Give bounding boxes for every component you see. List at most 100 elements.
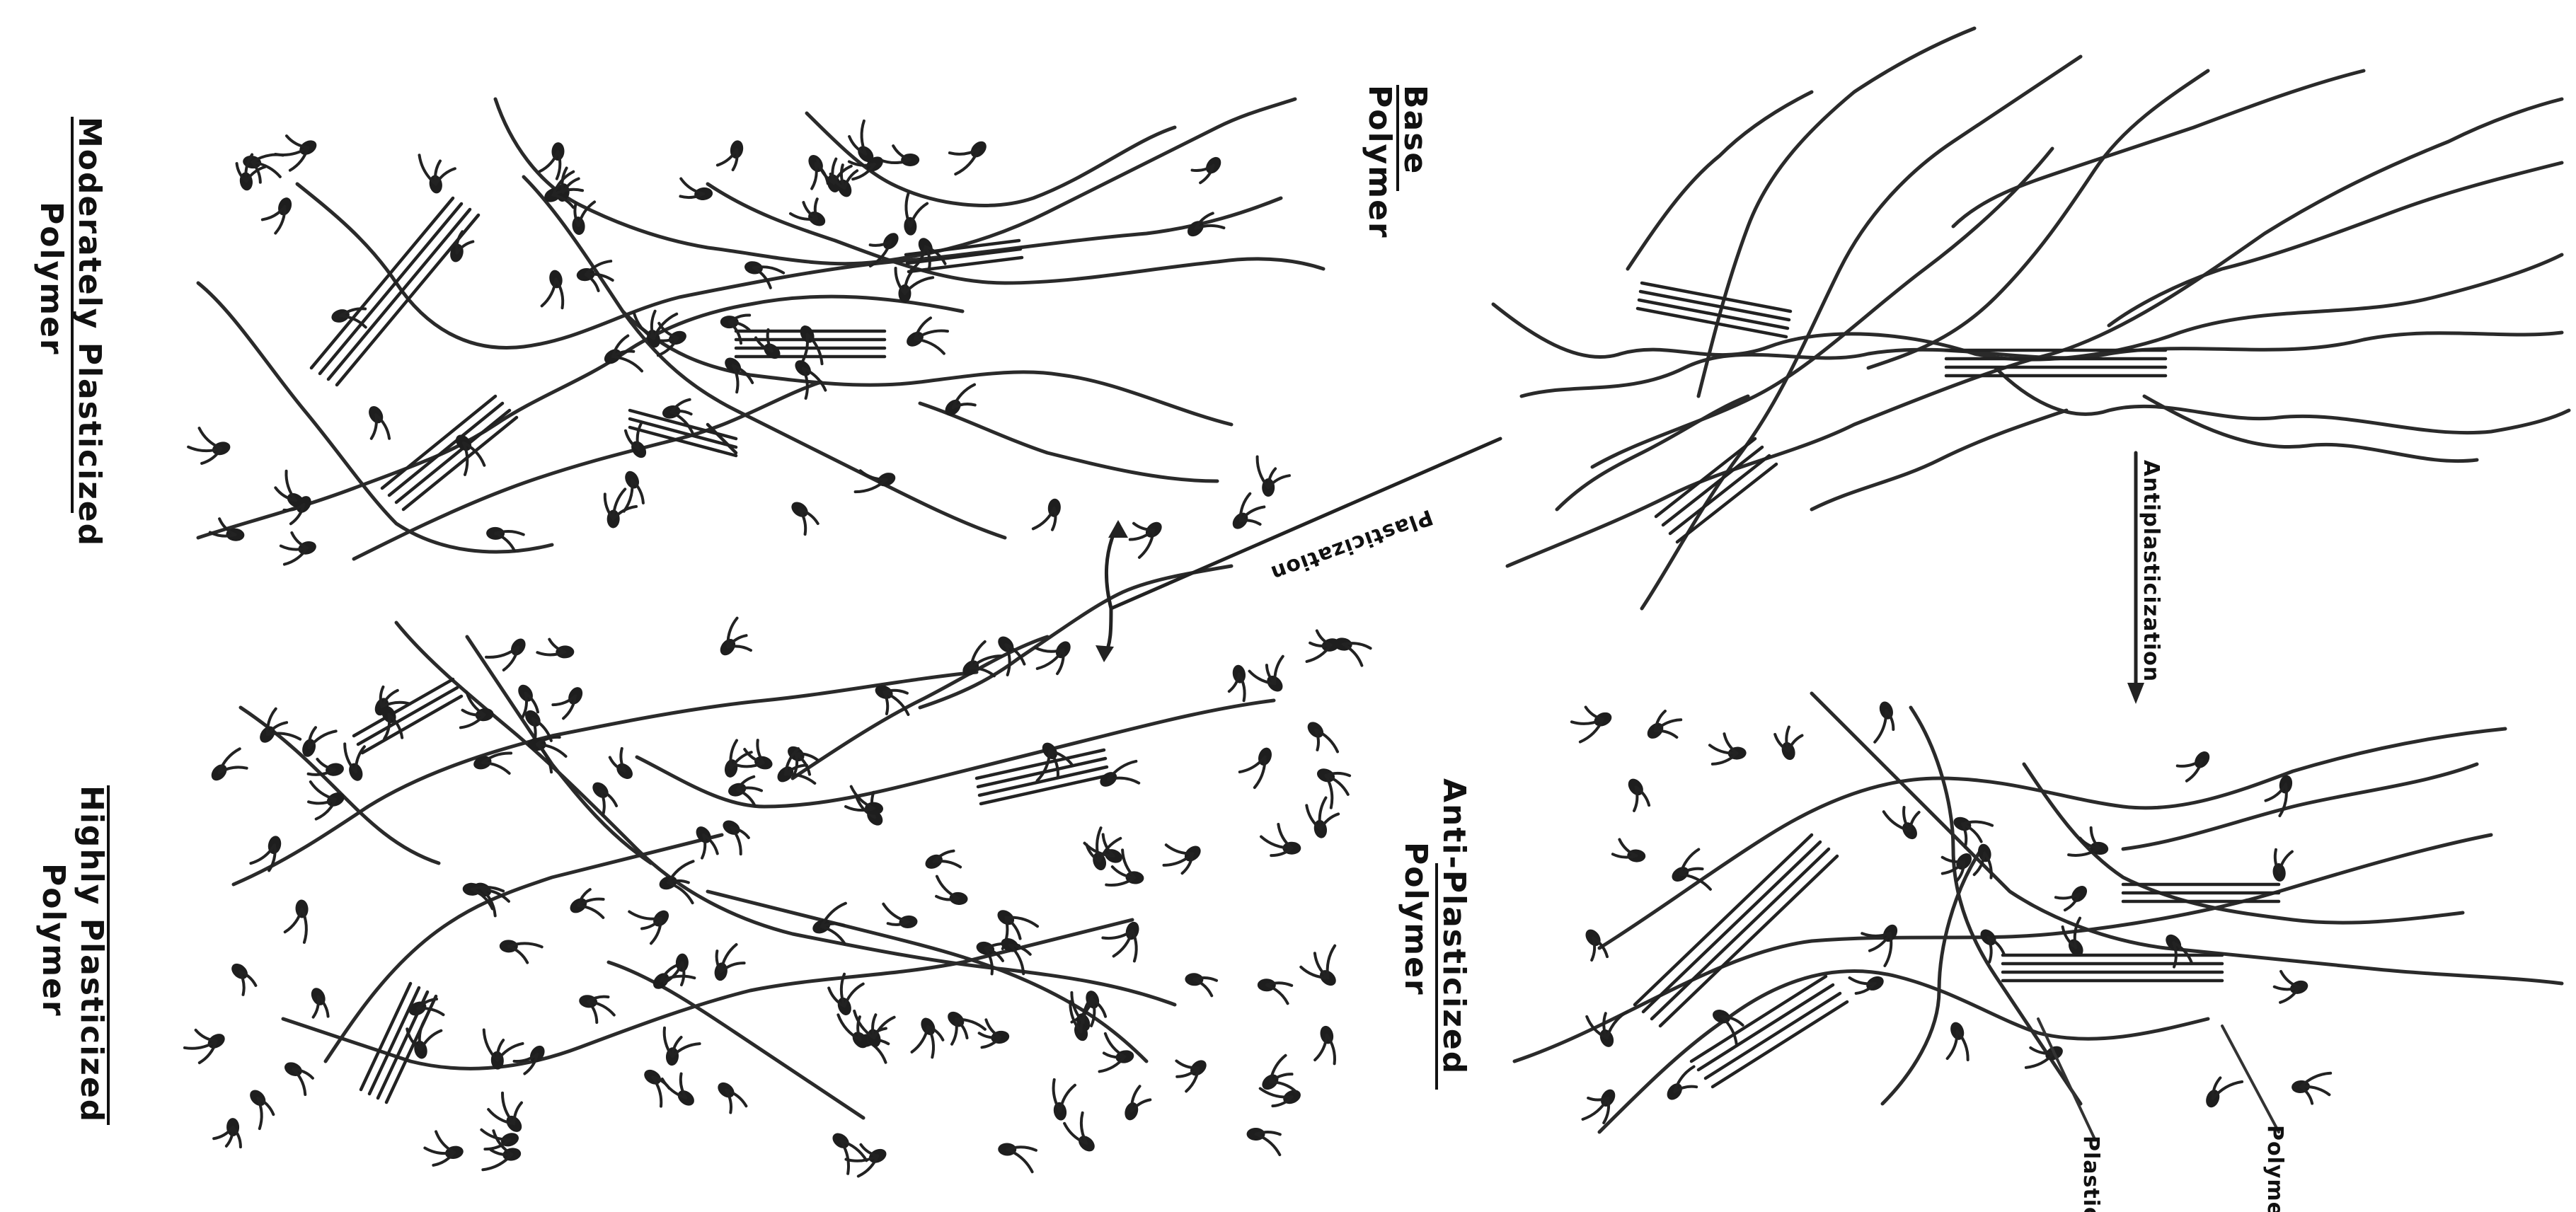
plasticizer-molecule	[247, 1087, 274, 1129]
plasticizer-molecule	[281, 533, 318, 565]
plasticizer-molecule	[2291, 1073, 2330, 1104]
plasticizer-molecule	[229, 960, 255, 994]
plasticizer-molecule	[1185, 213, 1224, 239]
plasticizer-molecule	[1948, 1020, 1968, 1060]
plasticizer-molecule	[1258, 456, 1289, 497]
plasticizer-molecule	[461, 692, 495, 727]
plasticizer-molecule	[1307, 630, 1342, 661]
plasticizer-molecule	[542, 269, 564, 308]
plasticizer-molecule	[1613, 839, 1646, 862]
plasticizer-molecule	[626, 423, 649, 461]
plasticizer-molecule	[185, 1030, 228, 1063]
plasticizer-molecule	[1669, 849, 1710, 889]
plasticizer-molecule	[309, 986, 328, 1017]
plasticizer-molecule	[2272, 850, 2292, 882]
plasticizer-molecule	[1315, 766, 1350, 808]
plasticizer-molecule	[1064, 1113, 1098, 1155]
plasticizer-molecule	[366, 403, 389, 438]
plasticizer-molecule	[723, 740, 752, 778]
plasticizer-molecule	[1229, 494, 1264, 532]
plasticizer-molecule	[568, 889, 604, 918]
plasticizer-molecule	[1977, 926, 2004, 962]
plasticizer-molecule	[210, 519, 245, 542]
panel-highly-plasticized-polymer: Highly Plasticized Polymer	[35, 566, 1371, 1176]
plasticizer-molecule	[805, 152, 828, 188]
plasticizer-molecule	[486, 526, 524, 551]
plasticizer-molecule	[950, 138, 989, 174]
plasticizer-molecule	[995, 633, 1025, 675]
plasticizer-molecule	[1301, 946, 1339, 989]
plasticizer-molecule	[1884, 807, 1920, 842]
plasticizer-molecule	[257, 709, 300, 746]
plasticizer-molecule	[829, 1130, 866, 1174]
plasticizer-molecule	[829, 974, 863, 1017]
plasticizer-molecule	[527, 737, 565, 772]
plasticizer-molecule	[263, 196, 294, 233]
plasticizer-molecule	[345, 744, 365, 783]
plasticizer-molecule	[942, 385, 975, 419]
plasticizer-molecule	[300, 727, 336, 758]
plasticizer-molecule	[1304, 719, 1338, 751]
plasticizer-molecule	[425, 1131, 464, 1165]
polymer-callout-label: Polymer	[2262, 1125, 2287, 1212]
plasticizer-molecule	[1259, 1056, 1296, 1093]
plasticizer-molecule	[788, 499, 817, 534]
plasticizer-molecule	[936, 877, 968, 906]
plasticizer-molecule	[578, 994, 614, 1022]
plasticizer-molecule	[2275, 971, 2310, 1003]
plasticizer-molecule	[718, 139, 744, 170]
anti-polymer-label-line1: Anti-Plasticized	[1436, 778, 1472, 1075]
plasticizer-molecule	[420, 155, 455, 194]
plasticizer-molecule	[1775, 727, 1802, 761]
high-plasticizer-molecules	[185, 618, 1371, 1177]
plasticizer-molecule	[539, 142, 565, 179]
plasticizer-molecule	[282, 1060, 313, 1095]
plasticizer-molecule	[1572, 707, 1614, 741]
plasticizer-molecule	[945, 1008, 985, 1044]
panel-anti-plasticized-polymer: Polymer Plasticizer Anti-Plasticized Pol…	[1398, 693, 2562, 1212]
plasticizer-molecule	[1644, 711, 1681, 741]
plasticizer-molecule	[602, 336, 642, 371]
moderate-polymer-label-line2: Polymer	[33, 202, 69, 356]
plasticizer-molecule	[1164, 843, 1204, 873]
antiplasticization-arrow-label: Antiplasticization	[2139, 460, 2163, 682]
plasticizer-molecule	[657, 861, 694, 903]
plasticizer-molecule	[1097, 761, 1139, 790]
plasticization-arrow-label: Plasticization	[1267, 504, 1436, 585]
anti-polymer-chains	[1514, 693, 2562, 1132]
plasticizer-molecule	[883, 904, 918, 929]
anti-polymer-label-line2: Polymer	[1398, 842, 1434, 996]
plasticizer-molecule	[665, 953, 689, 985]
plasticizer-molecule	[1315, 1025, 1335, 1064]
plasticizer-callout-label: Plasticizer	[2078, 1136, 2103, 1212]
plasticizer-molecule	[790, 199, 828, 229]
plasticizer-molecule	[680, 178, 713, 201]
plasticizer-molecule	[1185, 973, 1217, 996]
plasticizer-molecule	[1306, 798, 1338, 840]
plasticizer-molecule	[1229, 664, 1247, 700]
plasticizer-molecule	[904, 194, 928, 236]
plasticizer-molecule	[553, 685, 585, 719]
plasticization-arrow: Plasticization	[1096, 439, 1500, 662]
plasticizer-molecule	[641, 1067, 669, 1107]
plasticizer-molecule	[912, 1015, 943, 1057]
plasticizer-molecule	[1951, 814, 1992, 847]
plasticizer-molecule	[309, 782, 347, 819]
plasticizer-molecule	[1260, 1087, 1303, 1107]
antiplasticization-arrow: Antiplasticization	[2127, 453, 2163, 704]
plasticizer-molecule	[1100, 1034, 1135, 1072]
plasticizer-molecule	[979, 1020, 1011, 1047]
plasticizer-molecule	[488, 1093, 525, 1135]
plasticizer-molecule	[1240, 746, 1274, 787]
plasticizer-molecule	[1862, 922, 1900, 966]
plasticizer-molecule	[1258, 979, 1292, 1003]
plasticizer-molecule	[2056, 883, 2091, 911]
plasticizer-molecule	[629, 907, 672, 943]
plasticizer-molecule	[1625, 776, 1649, 811]
high-polymer-label-line1: Highly Plasticized	[74, 785, 110, 1123]
plasticizer-molecule	[2204, 1078, 2242, 1109]
plasticizer-molecule	[1875, 700, 1895, 742]
plasticizer-molecule	[881, 146, 920, 166]
high-polymer-chains	[234, 566, 1274, 1118]
